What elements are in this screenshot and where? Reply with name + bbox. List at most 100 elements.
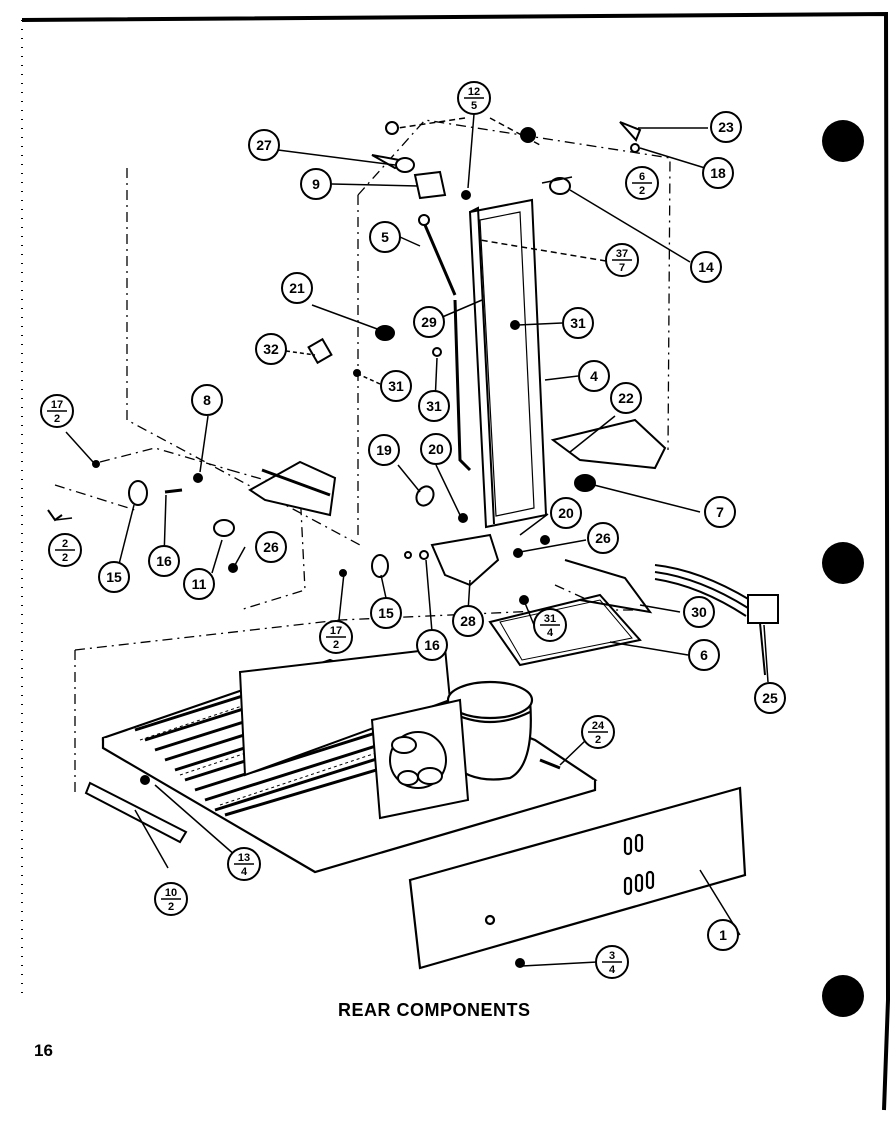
- diagram-title: REAR COMPONENTS: [338, 1000, 531, 1020]
- callout-number: 31: [388, 378, 404, 394]
- callout-2-2: 22: [48, 533, 82, 567]
- callout-circle: [452, 605, 484, 637]
- callout-14: 14: [690, 251, 722, 283]
- callout-number: 28: [460, 613, 476, 629]
- callout-25: 25: [754, 682, 786, 714]
- callout-number: 26: [263, 539, 279, 555]
- callout-circle: [562, 307, 594, 339]
- callout-number: 16: [424, 637, 440, 653]
- binder-hole-middle: [822, 542, 864, 584]
- callout-1: 1: [707, 919, 739, 951]
- callout-number: 32: [263, 341, 279, 357]
- callout-circle: [368, 434, 400, 466]
- callout-number: 6: [700, 647, 708, 663]
- callout-15b: 15: [370, 597, 402, 629]
- callout-20a: 20: [420, 433, 452, 465]
- callout-circle: [550, 497, 582, 529]
- page-number: 16: [34, 1041, 53, 1060]
- left-bracket: [248, 460, 337, 517]
- callout-37-7: 377: [605, 243, 639, 277]
- callout-number: 4: [590, 368, 598, 384]
- callout-30: 30: [683, 596, 715, 628]
- binder-hole-bottom: [822, 975, 864, 1017]
- callout-4: 4: [578, 360, 610, 392]
- callout-circle: [754, 682, 786, 714]
- callout-number: 1: [719, 927, 727, 943]
- callout-circle: [710, 111, 742, 143]
- callout-number: 13: [238, 852, 250, 864]
- callout-circle: [413, 306, 445, 338]
- callout-20b: 20: [550, 497, 582, 529]
- callout-number: 3: [609, 950, 615, 962]
- callout-circle: [380, 370, 412, 402]
- callout-number: 26: [595, 530, 611, 546]
- callout-number: 9: [312, 176, 320, 192]
- callout-number: 7: [716, 504, 724, 520]
- callout-12-5: 125: [457, 81, 491, 115]
- callout-circle: [418, 390, 450, 422]
- callout-number: 37: [616, 248, 628, 260]
- callout-sheet-number: 4: [241, 866, 248, 878]
- small-parts: [47, 121, 642, 968]
- callout-7: 7: [704, 496, 736, 528]
- callout-sheet-number: 2: [168, 901, 174, 913]
- callout-circle: [688, 639, 720, 671]
- compressor: [444, 680, 534, 781]
- callout-sheet-number: 2: [54, 413, 60, 425]
- callout-sheet-number: 5: [471, 100, 477, 112]
- callout-number: 2: [62, 538, 68, 550]
- callout-sheet-number: 2: [595, 734, 601, 746]
- callout-8: 8: [191, 384, 223, 416]
- callout-31a: 31: [562, 307, 594, 339]
- callout-circle: [255, 531, 287, 563]
- callout-sheet-number: 4: [609, 964, 616, 976]
- callout-6: 6: [688, 639, 720, 671]
- callout-32: 32: [255, 333, 287, 365]
- callout-number: 15: [106, 569, 122, 585]
- callout-3-4: 34: [595, 945, 629, 979]
- callout-15a: 15: [98, 561, 130, 593]
- callout-circle: [416, 629, 448, 661]
- callout-circle: [369, 221, 401, 253]
- callout-26a: 26: [255, 531, 287, 563]
- callout-13-4: 134: [227, 847, 261, 881]
- callout-number: 17: [51, 399, 63, 411]
- callout-number: 24: [592, 720, 605, 732]
- leader-lines: [54, 113, 769, 967]
- callout-17-2a: 172: [40, 394, 74, 428]
- callout-circle: [183, 568, 215, 600]
- callout-29: 29: [413, 306, 445, 338]
- callout-number: 25: [762, 690, 778, 706]
- callout-number: 17: [330, 625, 342, 637]
- callout-number: 22: [618, 390, 634, 406]
- callout-26b: 26: [587, 522, 619, 554]
- callout-number: 16: [156, 553, 172, 569]
- callout-number: 20: [428, 441, 444, 457]
- wire-harness: [654, 564, 779, 676]
- callout-28: 28: [452, 605, 484, 637]
- callout-group: 1342245662789102111251341415151616172172…: [40, 81, 786, 979]
- callout-number: 6: [639, 171, 645, 183]
- callout-circle: [300, 168, 332, 200]
- callout-9: 9: [300, 168, 332, 200]
- callout-circle: [255, 333, 287, 365]
- callout-circle: [420, 433, 452, 465]
- callout-19: 19: [368, 434, 400, 466]
- callout-10-2: 102: [154, 882, 188, 916]
- callout-6-2: 62: [625, 166, 659, 200]
- callout-circle: [587, 522, 619, 554]
- rear-access-cover: [408, 786, 747, 970]
- callout-number: 27: [256, 137, 272, 153]
- callout-circle: [704, 496, 736, 528]
- callout-circle: [683, 596, 715, 628]
- callout-number: 10: [165, 887, 177, 899]
- callout-number: 30: [691, 604, 707, 620]
- callout-number: 31: [426, 398, 442, 414]
- callout-circle: [148, 545, 180, 577]
- callout-circle: [281, 272, 313, 304]
- callout-number: 14: [698, 259, 714, 275]
- callout-circle: [191, 384, 223, 416]
- callout-27: 27: [248, 129, 280, 161]
